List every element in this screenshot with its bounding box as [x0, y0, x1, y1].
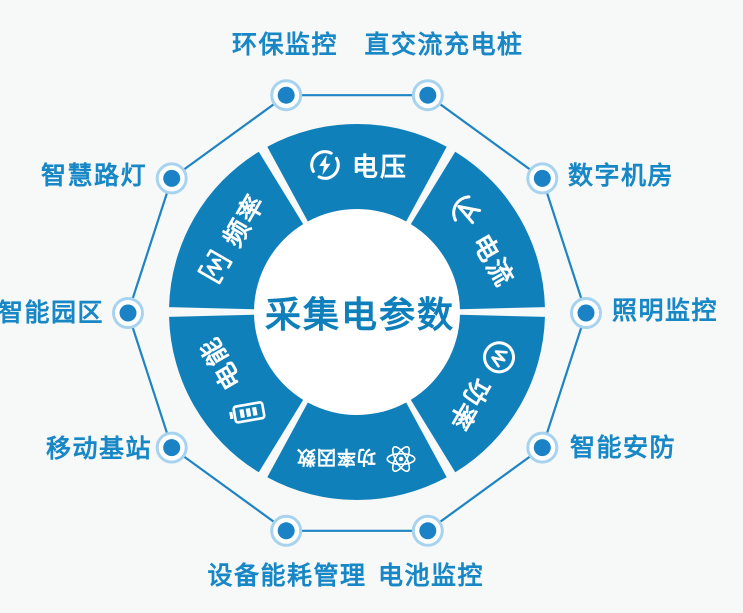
- segment-energy: 电能: [188, 330, 275, 440]
- label-lighting-monitoring: 照明监控: [612, 297, 719, 325]
- connector-nodes: [112, 79, 602, 547]
- atom-icon: [386, 445, 416, 473]
- voltage-icon: [310, 150, 340, 180]
- label-digital-room: 数字机房: [568, 162, 675, 190]
- segment-frequency: 频率: [189, 185, 273, 292]
- segment-voltage: 电压: [306, 146, 408, 184]
- label-device-energy-mgmt: 设备能耗管理: [207, 562, 367, 590]
- label-mobile-base-station: 移动基站: [45, 435, 152, 463]
- ring-segment-power-factor: [267, 402, 447, 501]
- center-title: 采集电参数: [264, 294, 456, 335]
- segment-power-factor-label: 功率因数: [295, 446, 377, 468]
- node-smart-security: [526, 431, 559, 464]
- node-battery-monitoring: [411, 514, 444, 547]
- node-mobile-base-station: [155, 431, 188, 464]
- node-env-monitoring: [270, 79, 303, 112]
- segment-current: 电流: [440, 184, 527, 294]
- node-digital-room: [526, 162, 559, 195]
- node-smart-park: [112, 297, 144, 329]
- node-lighting-monitoring: [570, 297, 602, 329]
- ring-segment-energy: [169, 314, 304, 473]
- ring-segment-power: [410, 314, 545, 473]
- ring-segments: [169, 123, 545, 501]
- label-charging-pile: 直交流充电桩: [364, 31, 524, 59]
- node-smart-street-light: [155, 162, 188, 195]
- segment-power-factor: 功率因数: [296, 442, 418, 476]
- ring-segment-frequency: [169, 151, 304, 310]
- frequency-wave-icon: [197, 249, 233, 285]
- label-env-monitoring: 环保监控: [231, 31, 339, 59]
- current-ammeter-icon: [452, 195, 482, 225]
- battery-icon: [229, 401, 266, 424]
- segment-voltage-label: 电压: [351, 151, 409, 182]
- label-battery-monitoring: 电池监控: [377, 562, 485, 590]
- node-device-energy-mgmt: [270, 514, 303, 547]
- ring-segment-voltage: [267, 123, 447, 222]
- segment-power: 功率: [440, 330, 527, 440]
- node-charging-pile: [411, 79, 444, 112]
- center-circle: [254, 209, 460, 415]
- power-wave-icon: [483, 341, 516, 374]
- label-smart-security: 智能安防: [570, 434, 677, 462]
- label-smart-park: 智能园区: [0, 299, 104, 327]
- label-smart-street-light: 智慧路灯: [40, 162, 147, 190]
- ring-segment-current: [410, 151, 545, 310]
